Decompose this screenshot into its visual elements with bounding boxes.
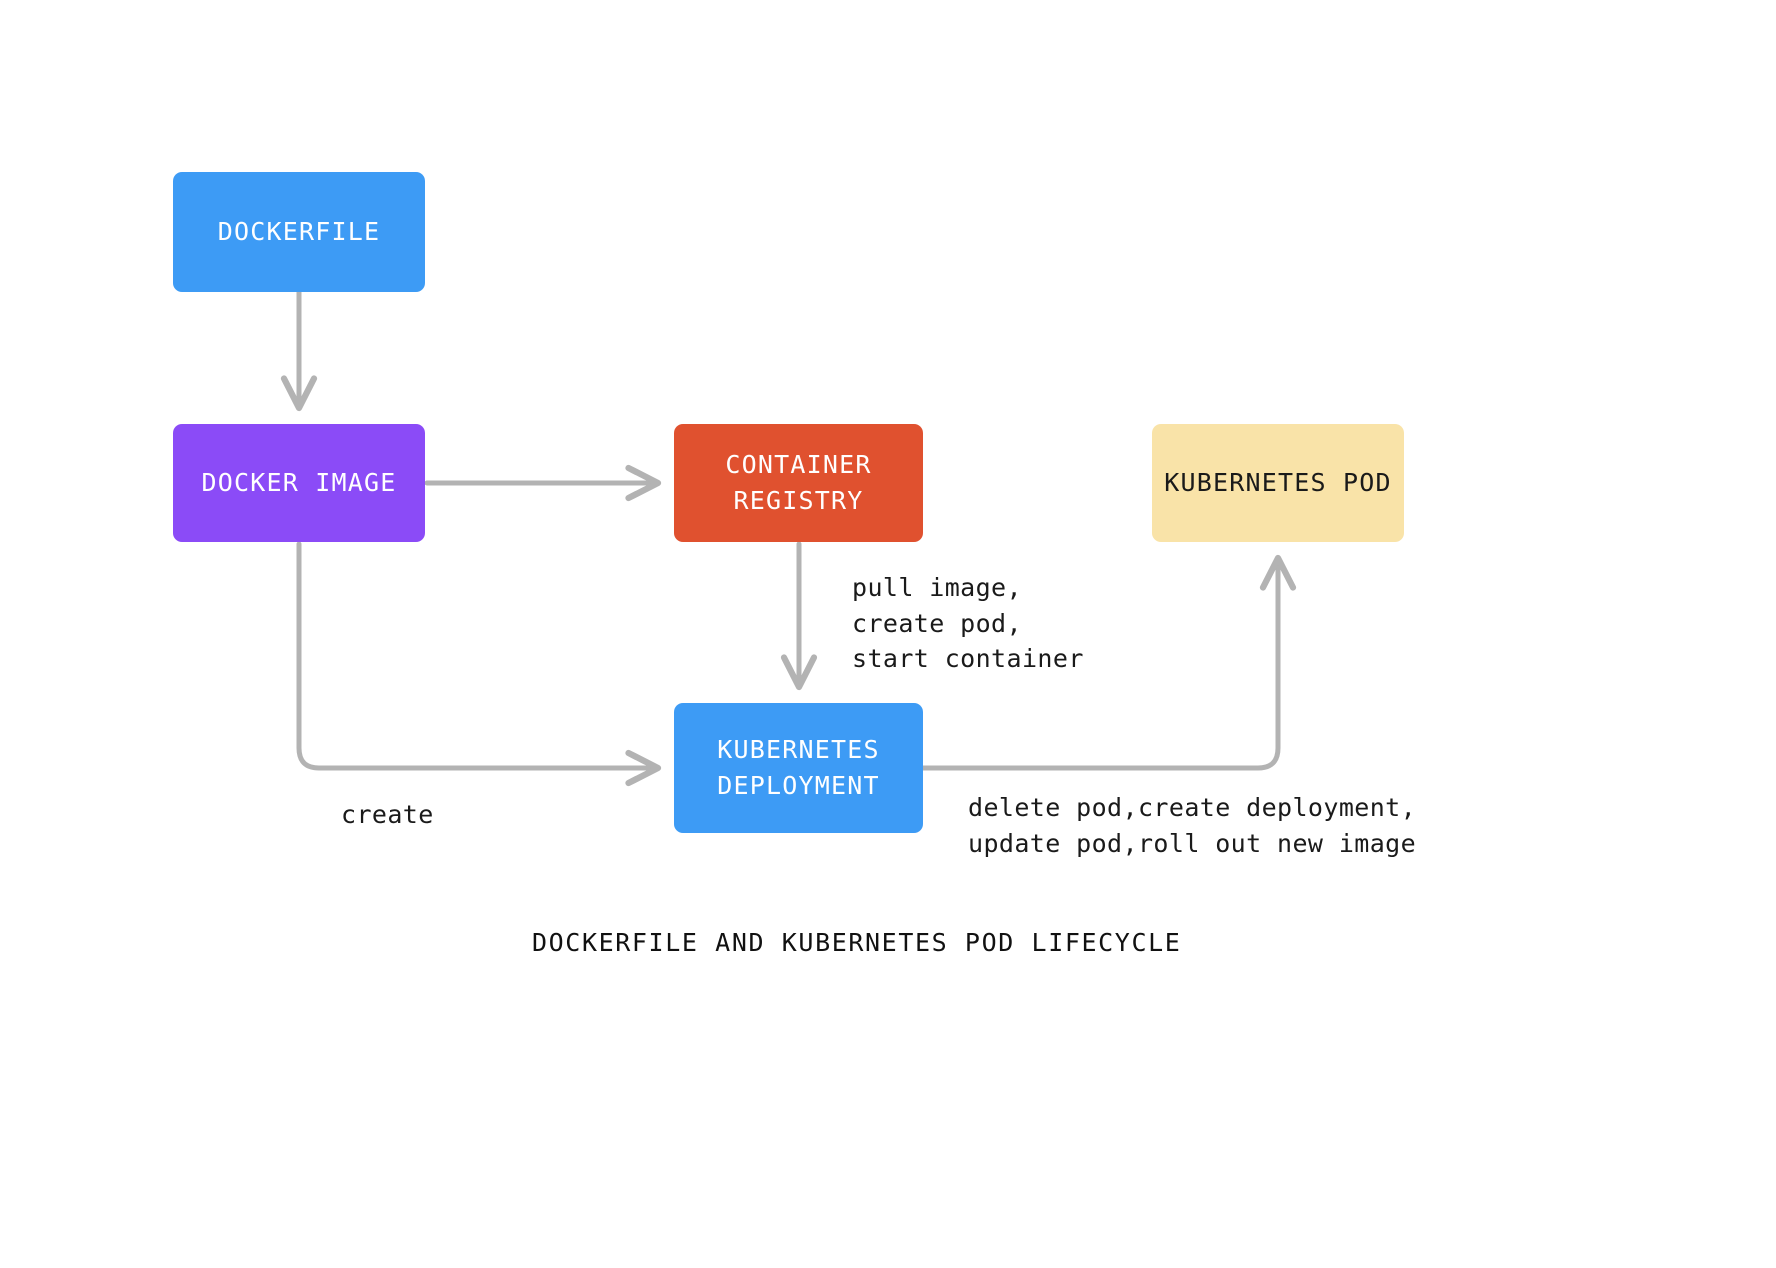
edge-label-delete-pod: delete pod,create deployment, update pod… xyxy=(968,793,1417,858)
node-dockerfile[interactable]: DOCKERFILE xyxy=(173,172,425,292)
edge-label-create: create xyxy=(341,800,434,829)
node-kubernetes-deployment-label: KUBERNETES DEPLOYMENT xyxy=(717,734,880,800)
node-kubernetes-pod[interactable]: KUBERNETES POD xyxy=(1152,424,1404,542)
node-kubernetes-deployment[interactable]: KUBERNETES DEPLOYMENT xyxy=(674,703,923,833)
node-container-registry[interactable]: CONTAINER REGISTRY xyxy=(674,424,923,542)
node-docker-image[interactable]: DOCKER IMAGE xyxy=(173,424,425,542)
node-kubernetes-pod-label: KUBERNETES POD xyxy=(1164,467,1392,497)
diagram-title: DOCKERFILE AND KUBERNETES POD LIFECYCLE xyxy=(532,928,1182,957)
edge-label-pull-image: pull image, create pod, start container xyxy=(852,573,1084,673)
node-docker-image-label: DOCKER IMAGE xyxy=(201,467,397,497)
node-container-registry-label: CONTAINER REGISTRY xyxy=(725,449,872,515)
edge-docker-image-to-kubernetes-deployment xyxy=(296,541,662,787)
node-dockerfile-label: DOCKERFILE xyxy=(217,216,381,246)
